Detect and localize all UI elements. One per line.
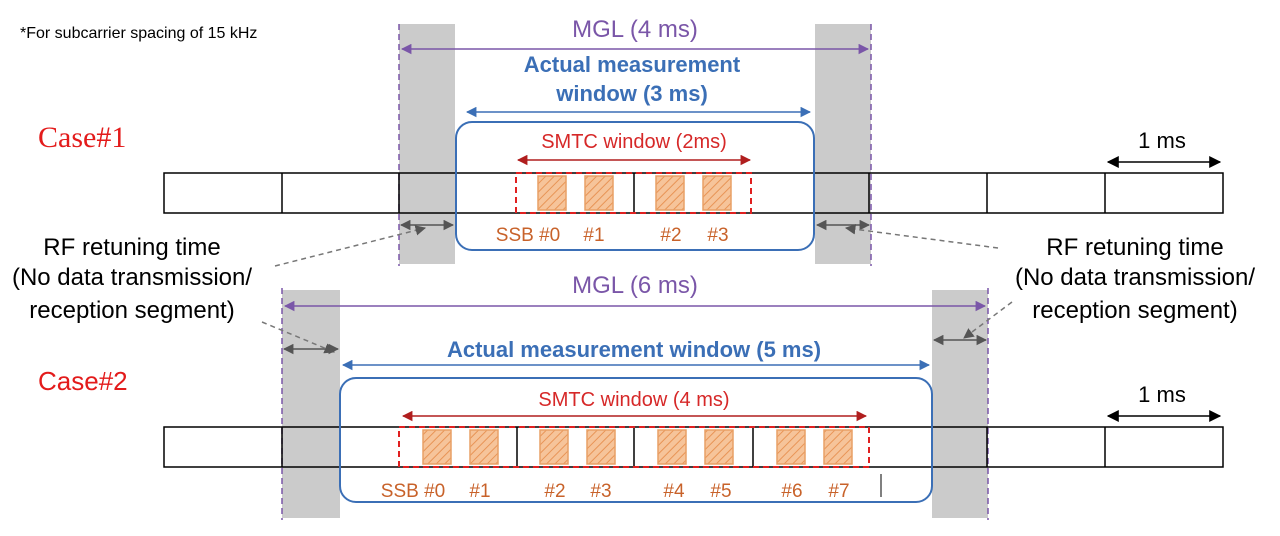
rf-right-line2: (No data transmission/ — [1015, 264, 1255, 291]
case2-ssb-label-7: #7 — [828, 481, 849, 502]
rf-right-line1: RF retuning time — [1046, 234, 1223, 261]
case2-ssb-1 — [469, 429, 499, 465]
case1-label: Case#1 — [38, 121, 126, 154]
case2-ssb-6 — [776, 429, 806, 465]
case1-timeline-dividers — [281, 173, 1106, 213]
case1-ssb-1 — [584, 175, 614, 211]
case1-ssb-3 — [702, 175, 732, 211]
case2-ssb-label-2: #2 — [544, 481, 565, 502]
case1-ssb-blocks — [537, 175, 732, 211]
case2-ssb-4 — [657, 429, 687, 465]
case2-ssb-7 — [823, 429, 853, 465]
rf-left-line3: reception segment) — [29, 297, 234, 324]
case2-rf-gap-right — [932, 290, 988, 518]
case2-label: Case#2 — [38, 366, 128, 396]
case1-rf-gap-left — [399, 24, 455, 264]
case2-window-label: Actual measurement window (5 ms) — [447, 337, 821, 362]
case1-ssb-label-1: #1 — [583, 225, 604, 246]
case1-ssb-2 — [655, 175, 685, 211]
case2-mgl-label: MGL (6 ms) — [572, 272, 698, 299]
case1-ssb-label-3: #3 — [707, 225, 728, 246]
case1-ms-label: 1 ms — [1138, 128, 1186, 153]
rf-right-line3: reception segment) — [1032, 297, 1237, 324]
rf-left-line1: RF retuning time — [43, 234, 220, 261]
case2-smtc-label: SMTC window (4 ms) — [538, 389, 729, 411]
case1-ssb-label-0: SSB #0 — [496, 225, 560, 246]
case1-smtc-label: SMTC window (2ms) — [541, 131, 727, 153]
case2-ssb-blocks — [422, 429, 853, 465]
case2-ssb-label-1: #1 — [469, 481, 490, 502]
case1-mgl-label: MGL (4 ms) — [572, 16, 698, 43]
case2-rf-gap-left — [282, 290, 340, 518]
case2-window-box — [339, 377, 933, 503]
case1-smtc-box — [515, 172, 752, 214]
subcarrier-note: *For subcarrier spacing of 15 kHz — [20, 25, 257, 42]
case2-ssb-2 — [539, 429, 569, 465]
case2-timeline-dividers — [281, 427, 1106, 467]
case2-ms-label: 1 ms — [1138, 382, 1186, 407]
case2-ssb-label-5: #5 — [710, 481, 731, 502]
rf-leader-lines — [261, 224, 1013, 354]
case1-ssb-label-2: #2 — [660, 225, 681, 246]
case2-ssb-label-0: SSB #0 — [381, 481, 445, 502]
case1-window-box — [455, 121, 815, 251]
case1-ssb-0 — [537, 175, 567, 211]
case1-window-label-line2: window (3 ms) — [555, 81, 708, 106]
case2-ssb-5 — [704, 429, 734, 465]
case2-ssb-3 — [586, 429, 616, 465]
case1-rf-gap-right — [815, 24, 871, 264]
case2-ssb-label-4: #4 — [663, 481, 685, 502]
rf-left-line2: (No data transmission/ — [12, 264, 252, 291]
case2-ssb-label-3: #3 — [590, 481, 611, 502]
case2-smtc-box — [398, 426, 870, 468]
case2-ssb-0 — [422, 429, 452, 465]
case1-timeline — [163, 172, 1224, 214]
case2-ssb-label-6: #6 — [781, 481, 802, 502]
case1-window-label-line1: Actual measurement — [524, 52, 741, 77]
